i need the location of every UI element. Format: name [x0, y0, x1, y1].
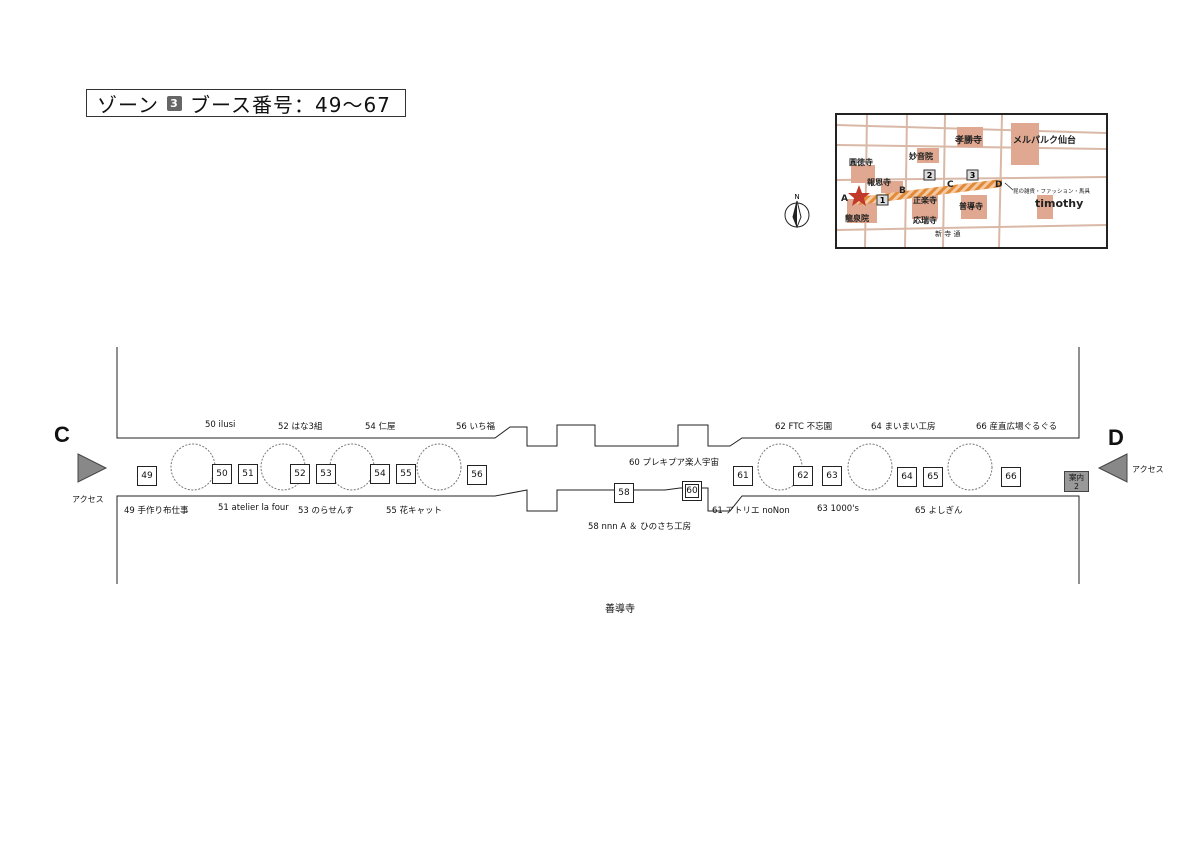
booth-63[interactable]: 63 [822, 466, 842, 486]
booth-56[interactable]: 56 [467, 465, 487, 485]
compass-north-label: N [794, 193, 799, 201]
booth-52[interactable]: 52 [290, 464, 310, 484]
booth-66[interactable]: 66 [1001, 467, 1021, 487]
zone-title: ゾーン 3 ブース番号：49〜67 [86, 89, 406, 117]
map-point-a: A [841, 194, 848, 204]
map-point-b: B [899, 186, 906, 196]
side-letter-c: C [54, 422, 70, 447]
current-location-star-icon [848, 185, 870, 206]
street-name-label: 善導寺 [605, 604, 635, 615]
access-label-right: アクセス [1132, 465, 1164, 474]
access-label-left: アクセス [72, 495, 104, 504]
booth-range-text: ブース番号：49〜67 [190, 92, 391, 117]
booth-53[interactable]: 53 [316, 464, 336, 484]
map-label-timothy: timothy [1035, 197, 1083, 210]
booth-61[interactable]: 61 [733, 466, 753, 486]
booth-58[interactable]: 58 [614, 483, 634, 503]
booth-55[interactable]: 55 [396, 464, 416, 484]
map-label-timothy-desc: 昆の雑貨・ファッション・馬具 [1013, 187, 1091, 195]
map-label-myoonin: 妙音院 [909, 151, 933, 161]
label-65: 65 よしぎん [915, 506, 963, 516]
side-letter-d: D [1108, 425, 1124, 450]
map-point-d: D [995, 180, 1002, 190]
info-booth-number: 2 [1074, 482, 1079, 491]
map-label-hoonji: 報恩寺 [867, 177, 891, 187]
map-label-shinteradori: 新 寺 通 [935, 229, 960, 238]
label-60: 60 プレキプア楽人宇宙 [629, 458, 720, 468]
compass-icon: N [783, 193, 811, 239]
label-62: 62 FTC 不忘園 [775, 422, 833, 432]
info-booth-label: 案内 [1069, 473, 1084, 482]
label-56: 56 いち福 [456, 422, 496, 432]
label-49: 49 手作り布仕事 [124, 506, 189, 516]
info-booth-2[interactable]: 案内 2 [1064, 471, 1089, 492]
zone-label: ゾーン [97, 92, 159, 117]
booth-64[interactable]: 64 [897, 467, 917, 487]
zone-number-badge: 3 [167, 95, 182, 111]
access-arrow-left-icon [77, 453, 108, 483]
booth-49[interactable]: 49 [137, 466, 157, 486]
map-point-c: C [947, 180, 954, 190]
map-label-entokuji: 圓徳寺 [849, 157, 873, 167]
label-55: 55 花キャット [386, 506, 443, 516]
map-label-fudoji: 普導寺 [959, 201, 983, 211]
access-arrow-right-icon [1097, 453, 1128, 483]
label-51: 51 atelier la four [218, 503, 289, 513]
label-54: 54 仁屋 [365, 422, 396, 432]
map-label-ryusenin: 龍泉院 [845, 213, 869, 223]
map-zone-3: 3 [970, 171, 976, 180]
booth-65[interactable]: 65 [923, 467, 943, 487]
label-66: 66 産直広場ぐるぐる [976, 422, 1058, 432]
booth-54[interactable]: 54 [370, 464, 390, 484]
area-minimap: 孝勝寺 メルパルク仙台 圓徳寺 妙音院 報恩寺 龍泉院 正楽寺 応瑞寺 普導寺 … [835, 113, 1108, 249]
map-label-shorakuji: 正楽寺 [913, 195, 937, 205]
booth-50[interactable]: 50 [212, 464, 232, 484]
map-zone-1: 1 [880, 196, 886, 205]
map-label-parco: メルパルク仙台 [1013, 134, 1076, 146]
booth-62[interactable]: 62 [793, 466, 813, 486]
map-label-kosyoji: 孝勝寺 [954, 134, 982, 146]
label-61: 61 アトリエ noNon [712, 506, 790, 516]
booth-51[interactable]: 51 [238, 464, 258, 484]
label-63: 63 1000's [817, 504, 859, 514]
map-zone-2: 2 [927, 171, 933, 180]
label-58: 58 nnn A ＆ ひのさち工房 [588, 522, 692, 532]
label-50: 50 ilusi [205, 420, 236, 430]
map-label-ozuiji: 応瑞寺 [913, 215, 937, 225]
label-64: 64 まいまい工房 [871, 422, 936, 432]
booth-60[interactable]: 60 [682, 481, 702, 501]
label-53: 53 のらせんす [298, 506, 354, 516]
label-52: 52 はな3組 [278, 422, 323, 432]
